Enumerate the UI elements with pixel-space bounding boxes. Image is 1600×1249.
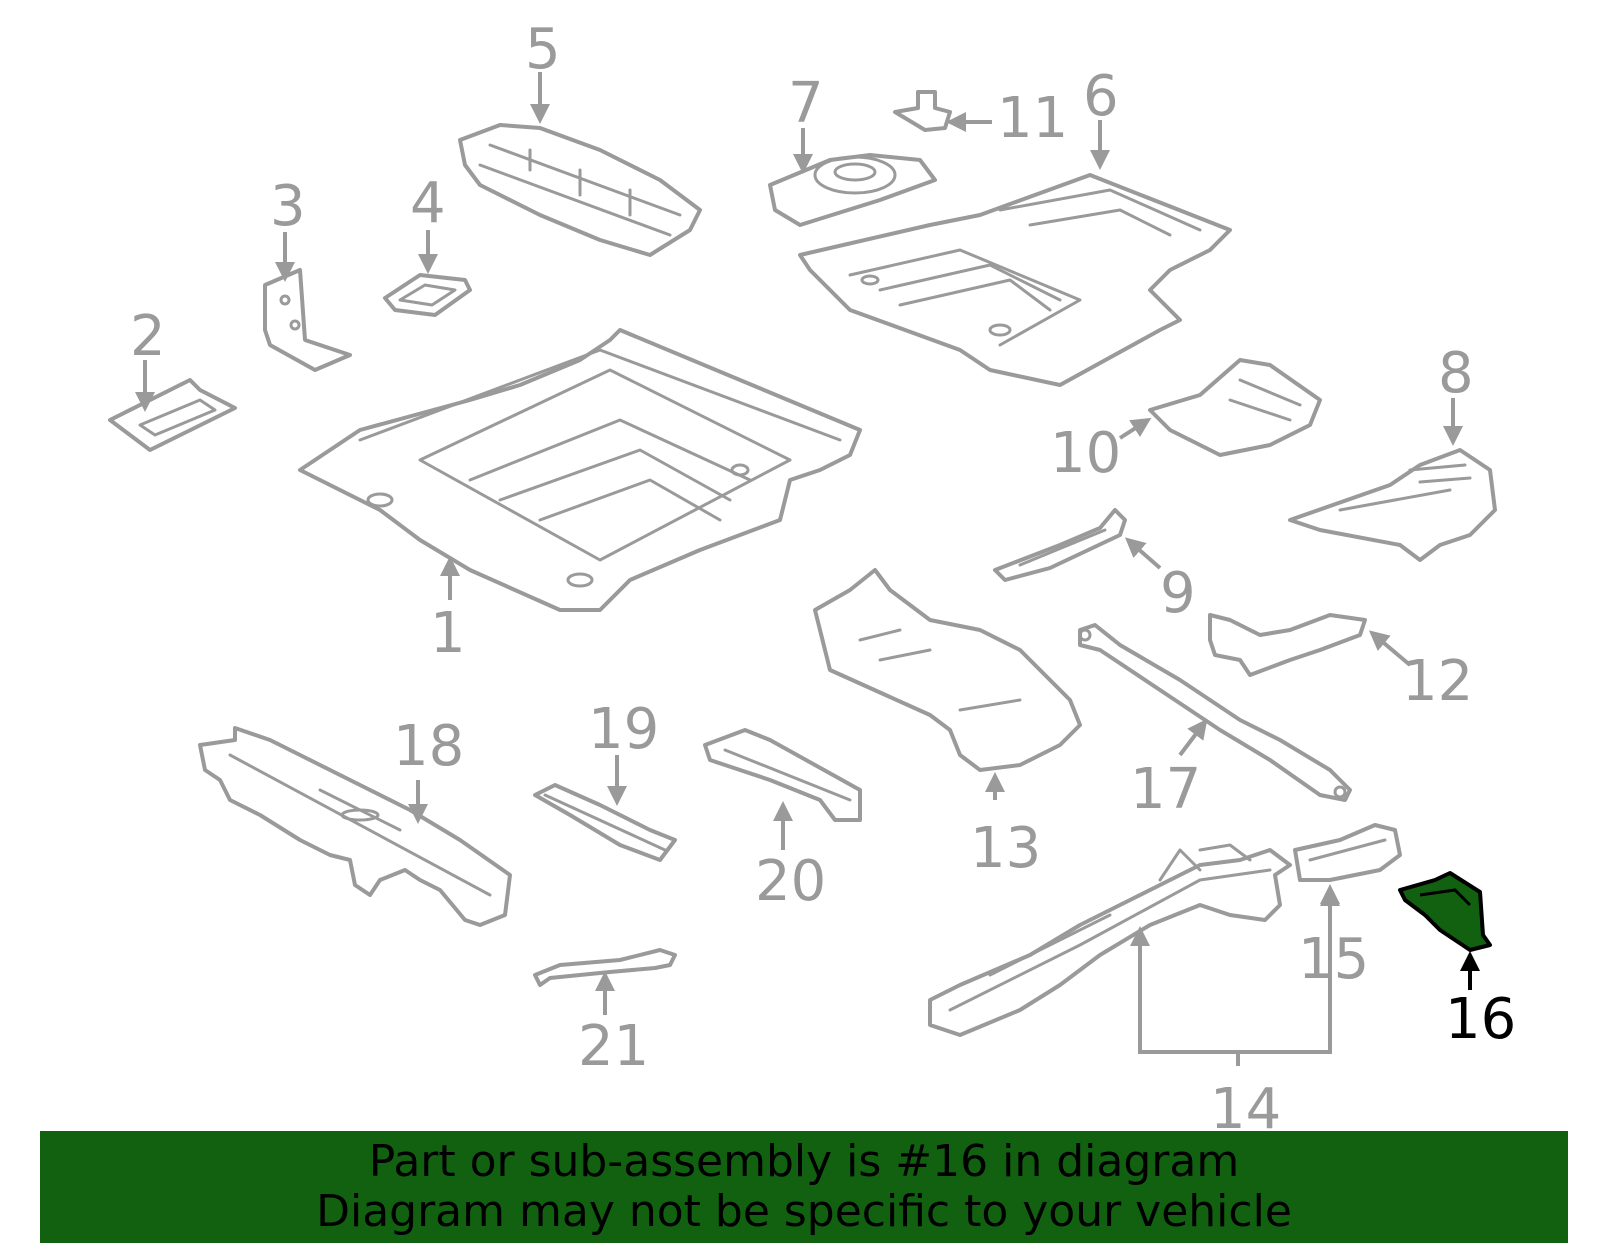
- part-20-crossmember[interactable]: [703, 728, 862, 822]
- arrow-12: [1368, 630, 1412, 667]
- callout-8[interactable]: 8: [1438, 341, 1474, 406]
- part-6-rear-floor-pan[interactable]: [798, 173, 1232, 387]
- part-4-plug[interactable]: [383, 273, 472, 317]
- callout-13[interactable]: 13: [970, 816, 1041, 881]
- part-18-rail[interactable]: [198, 726, 512, 927]
- callout-18[interactable]: 18: [393, 714, 464, 779]
- part-1-floor-pan[interactable]: [298, 328, 862, 612]
- part-21-bar[interactable]: [533, 948, 677, 987]
- arrow-9: [1124, 537, 1162, 570]
- callout-6[interactable]: 6: [1083, 64, 1119, 129]
- callout-16[interactable]: 16: [1445, 987, 1516, 1052]
- banner-line-2: Diagram may not be specific to your vehi…: [316, 1186, 1292, 1237]
- callout-10[interactable]: 10: [1050, 421, 1121, 486]
- bracket-14: [1138, 1000, 1332, 1054]
- callout-3[interactable]: 3: [270, 174, 306, 239]
- callout-20[interactable]: 20: [755, 849, 826, 914]
- callout-19[interactable]: 19: [588, 697, 659, 762]
- callout-12[interactable]: 12: [1402, 649, 1473, 714]
- part-11-bracket[interactable]: [893, 90, 952, 132]
- callout-17[interactable]: 17: [1130, 757, 1201, 822]
- part-3-bracket[interactable]: [263, 268, 352, 372]
- part-14-side-member[interactable]: [928, 843, 1292, 1037]
- part-17-brace[interactable]: [1078, 623, 1352, 802]
- part-2-bracket[interactable]: [108, 378, 237, 452]
- part-15-extension[interactable]: [1293, 823, 1402, 882]
- callout-21[interactable]: 21: [578, 1014, 649, 1079]
- callout-2[interactable]: 2: [130, 304, 166, 369]
- part-19-crossmember[interactable]: [533, 783, 677, 862]
- callout-4[interactable]: 4: [410, 171, 446, 236]
- info-banner: Part or sub-assembly is #16 in diagram D…: [40, 1131, 1568, 1243]
- part-13-heat-shield[interactable]: [813, 568, 1082, 772]
- callout-15[interactable]: 15: [1298, 927, 1369, 992]
- part-9-crossmember[interactable]: [993, 508, 1127, 582]
- banner-line-1: Part or sub-assembly is #16 in diagram: [368, 1136, 1240, 1187]
- callout-11[interactable]: 11: [997, 86, 1068, 151]
- part-10-pan[interactable]: [1148, 358, 1322, 457]
- part-12-extension[interactable]: [1208, 613, 1367, 677]
- callout-1[interactable]: 1: [430, 601, 466, 666]
- part-5-tunnel-reinforcement[interactable]: [458, 123, 702, 257]
- part-8-rear-panel[interactable]: [1288, 448, 1497, 562]
- part-7-spare-tire-pan[interactable]: [768, 153, 937, 227]
- part-16-highlighted[interactable]: [1398, 871, 1492, 952]
- callout-9[interactable]: 9: [1160, 561, 1196, 626]
- callout-5[interactable]: 5: [525, 17, 561, 82]
- arrow-17: [1178, 718, 1208, 757]
- arrow-10: [1118, 417, 1152, 440]
- callout-7[interactable]: 7: [788, 71, 824, 136]
